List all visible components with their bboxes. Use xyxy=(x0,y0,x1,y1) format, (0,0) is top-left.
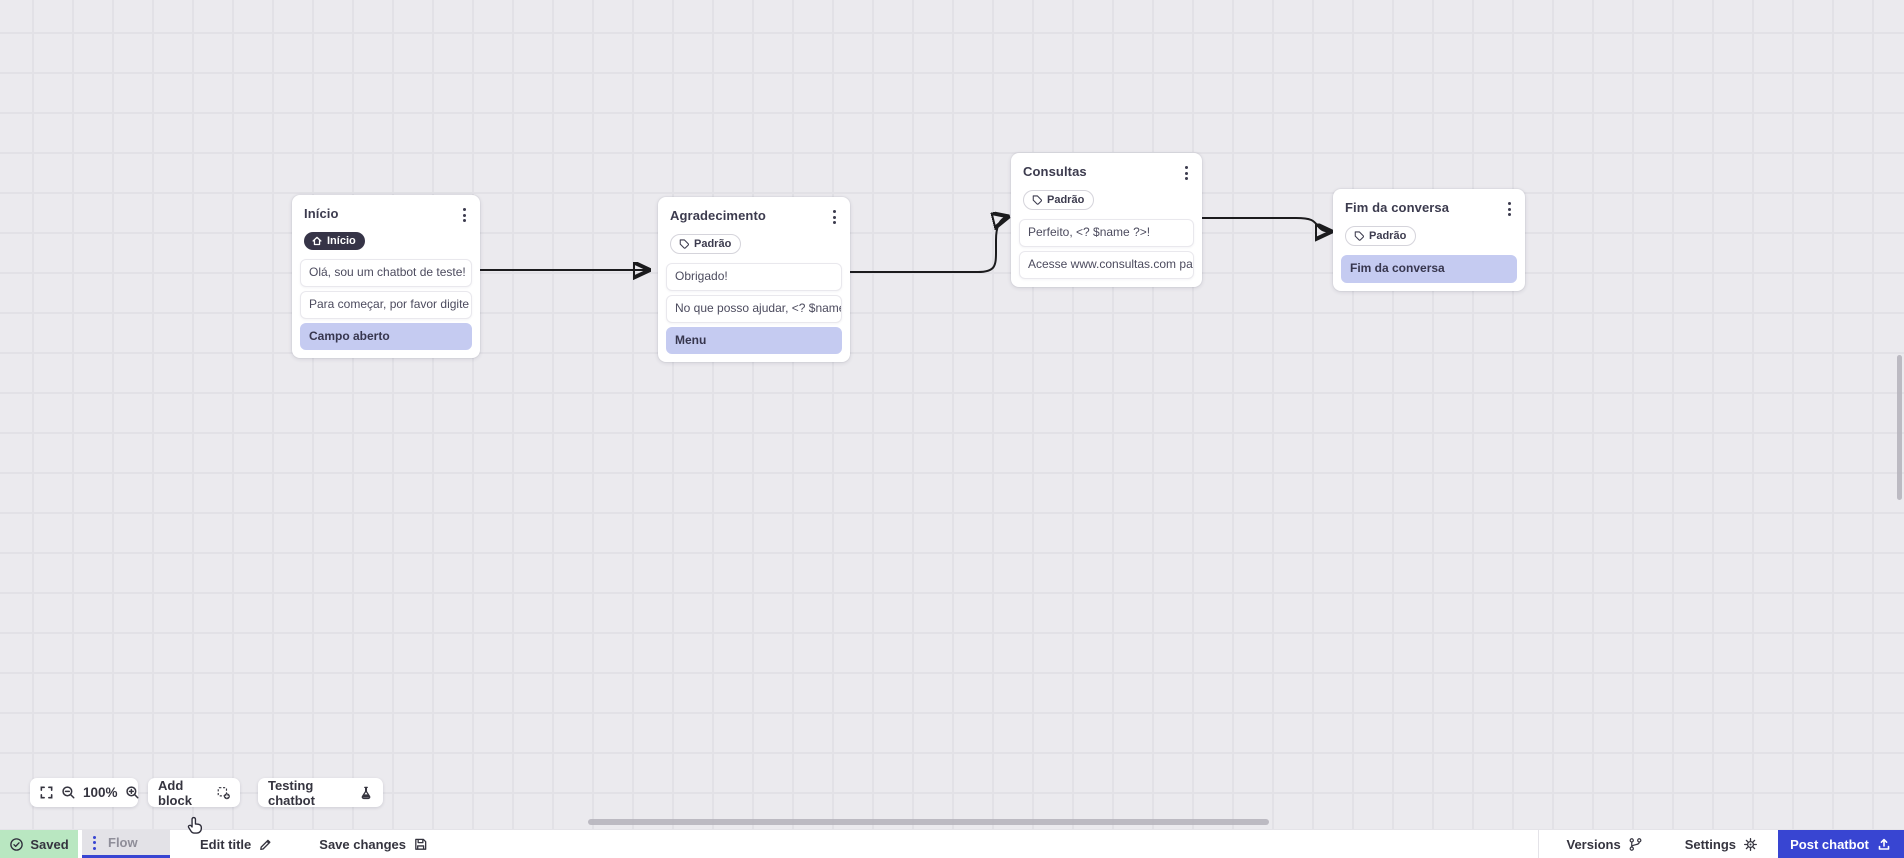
horizontal-scrollbar[interactable] xyxy=(588,819,1269,825)
node-menu-button[interactable] xyxy=(829,208,840,226)
zoom-toolbar: 100% xyxy=(30,778,140,807)
node-type-badge-padrao: Padrão xyxy=(670,234,742,254)
home-icon xyxy=(312,236,322,246)
node-consultas[interactable]: Consultas Padrão Perfeito, <? $name ?>! … xyxy=(1011,153,1202,287)
node-type-badge-padrao: Padrão xyxy=(1345,226,1417,246)
add-block-button[interactable]: Add block xyxy=(148,777,240,808)
settings-button[interactable]: Settings xyxy=(1679,830,1764,858)
message-bubble[interactable]: Perfeito, <? $name ?>! xyxy=(1019,219,1194,247)
saved-status-badge: Saved xyxy=(0,830,78,858)
connections-layer xyxy=(480,0,1904,829)
testing-chatbot-button[interactable]: Testing chatbot xyxy=(258,777,383,808)
zoom-in-button[interactable] xyxy=(125,785,140,800)
node-inicio[interactable]: Início Início Olá, sou um chatbot de tes… xyxy=(292,195,480,359)
testing-chatbot-label: Testing chatbot xyxy=(268,777,315,808)
add-block-label: Add block xyxy=(158,777,192,808)
message-bubble[interactable]: Para começar, por favor digite o ... xyxy=(300,290,472,319)
statusbar-spacer xyxy=(434,830,1538,858)
connection-consultas-fim[interactable] xyxy=(1202,217,1330,232)
add-block-icon xyxy=(217,786,230,799)
badge-label: Padrão xyxy=(1369,229,1407,242)
badge-label: Padrão xyxy=(694,237,732,250)
post-chatbot-button[interactable]: Post chatbot xyxy=(1778,830,1904,858)
flow-menu-button[interactable] xyxy=(93,835,96,850)
tab-flow[interactable]: Flow xyxy=(82,816,203,858)
input-block-campo-aberto[interactable]: Campo aberto xyxy=(300,322,472,351)
message-bubble[interactable]: Acesse www.consultas.com par... xyxy=(1019,250,1194,279)
flow-canvas[interactable]: Início Início Olá, sou um chatbot de tes… xyxy=(0,0,1904,829)
zoom-out-button[interactable] xyxy=(61,785,76,800)
gear-icon xyxy=(1744,837,1757,851)
node-title: Início xyxy=(304,206,339,221)
save-changes-button[interactable]: Save changes xyxy=(313,830,434,858)
zoom-out-icon xyxy=(62,786,75,799)
node-title: Agradecimento xyxy=(670,208,766,223)
edit-title-label: Edit title xyxy=(200,836,252,852)
upload-icon xyxy=(1878,838,1890,850)
node-menu-button[interactable] xyxy=(459,206,470,224)
node-agradecimento[interactable]: Agradecimento Padrão Obrigado! No que po… xyxy=(658,197,850,363)
input-block-menu[interactable]: Menu xyxy=(666,326,842,355)
node-title: Consultas xyxy=(1023,164,1087,179)
zoom-level: 100% xyxy=(83,785,118,800)
node-title: Fim da conversa xyxy=(1345,200,1450,215)
saved-label: Saved xyxy=(30,836,69,852)
end-block-fim-da-conversa[interactable]: Fim da conversa xyxy=(1341,255,1517,283)
branch-icon xyxy=(1629,837,1642,851)
tag-icon xyxy=(1032,195,1043,205)
fullscreen-button[interactable] xyxy=(39,785,54,800)
save-icon xyxy=(415,838,427,850)
connection-agradecimento-consultas[interactable] xyxy=(850,217,1007,273)
node-type-badge-inicio: Início xyxy=(304,232,365,250)
check-circle-icon xyxy=(10,837,24,851)
flask-icon xyxy=(361,786,371,799)
versions-button[interactable]: Versions xyxy=(1561,830,1649,858)
vertical-scrollbar[interactable] xyxy=(1897,355,1902,500)
flow-tab-label: Flow xyxy=(108,835,138,850)
bottom-status-bar: Saved Flow Edit title Save changes xyxy=(0,816,1904,858)
settings-label: Settings xyxy=(1684,836,1736,852)
save-changes-label: Save changes xyxy=(319,836,406,852)
badge-label: Padrão xyxy=(1047,193,1085,206)
tag-icon xyxy=(1354,231,1365,241)
pencil-icon xyxy=(260,839,271,850)
node-menu-button[interactable] xyxy=(1181,164,1192,182)
zoom-in-icon xyxy=(125,786,139,799)
versions-label: Versions xyxy=(1566,836,1621,852)
tag-icon xyxy=(679,239,690,249)
message-bubble[interactable]: Olá, sou um chatbot de teste! xyxy=(300,259,472,287)
edit-title-button[interactable]: Edit title xyxy=(194,830,279,858)
message-bubble[interactable]: No que posso ajudar, <? $name ... xyxy=(666,294,842,323)
message-bubble[interactable]: Obrigado! xyxy=(666,263,842,291)
statusbar-divider xyxy=(1537,830,1539,858)
badge-label: Início xyxy=(327,234,356,247)
node-menu-button[interactable] xyxy=(1504,200,1515,218)
fullscreen-icon xyxy=(40,786,53,799)
node-type-badge-padrao: Padrão xyxy=(1023,190,1095,210)
node-fim-da-conversa[interactable]: Fim da conversa Padrão Fim da conversa xyxy=(1333,189,1525,291)
post-chatbot-label: Post chatbot xyxy=(1790,836,1869,852)
